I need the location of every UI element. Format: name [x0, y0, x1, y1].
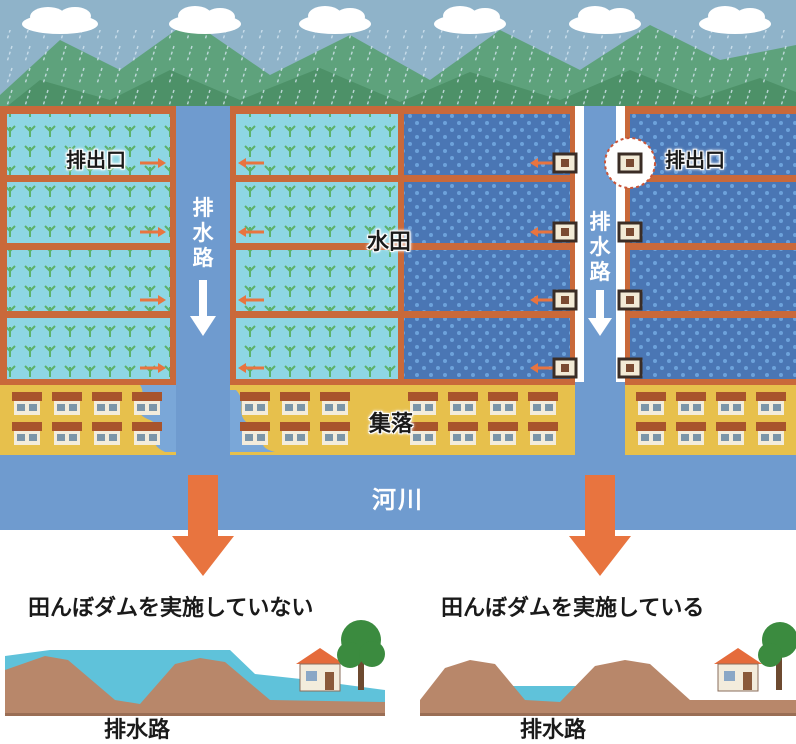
paddy-label: 水田 [367, 230, 412, 255]
house-icon [296, 648, 344, 692]
cross-section-right [420, 660, 796, 716]
tree-icon [337, 620, 385, 690]
bottom-label-left: 排水路 [104, 718, 171, 743]
caption-without-dam: 田んぼダムを実施していない [28, 596, 314, 621]
bottom-label-right: 排水路 [520, 718, 587, 743]
river [0, 455, 796, 530]
cross-section-left [5, 650, 385, 716]
paddy-right-flooded [630, 114, 796, 379]
outlet-label-right: 排出口 [665, 148, 725, 172]
rain [0, 30, 796, 112]
tree-icon [758, 622, 796, 690]
caption-with-dam: 田んぼダムを実施している [441, 596, 705, 621]
overflow-water-center [230, 390, 275, 452]
outlet-label-left: 排出口 [66, 148, 126, 172]
channel-label-left: 排水路 [192, 196, 214, 270]
down-arrow-icon [190, 280, 612, 336]
rain-cloud-icon [22, 6, 771, 34]
big-orange-arrow-icon [172, 475, 631, 576]
channel-label-right: 排水路 [589, 210, 611, 284]
village-label: 集落 [369, 412, 414, 437]
house-icon [714, 648, 762, 692]
river-label: 河川 [372, 486, 424, 514]
